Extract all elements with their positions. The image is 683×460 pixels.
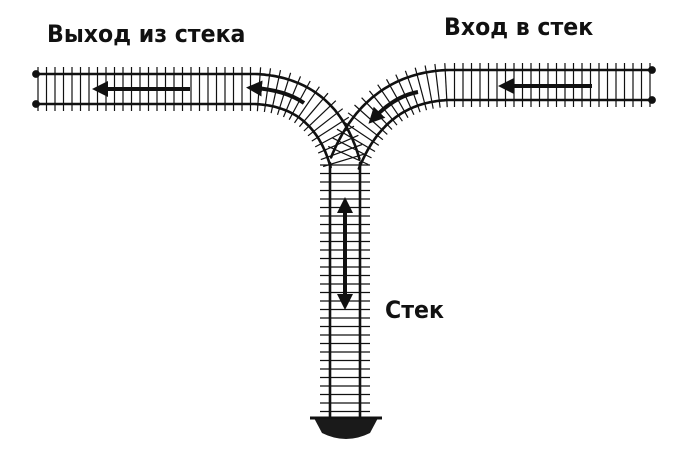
rail-end-stud: [648, 96, 656, 104]
left-track-rail: [34, 102, 332, 169]
direction-arrows: [92, 78, 592, 310]
buffer-stop-icon: [314, 418, 378, 439]
arrow-icon: [368, 90, 419, 124]
stack-label: Стек: [385, 296, 444, 324]
right-track-rail: [357, 98, 654, 170]
left-track-rail: [34, 72, 361, 161]
arrow-icon: [246, 80, 306, 105]
entry-label: Вход в стек: [444, 13, 594, 41]
exit-label: Выход из стека: [47, 20, 246, 48]
rail-end-stud: [648, 66, 656, 74]
right-track-rail: [329, 68, 654, 159]
railway-rails: [32, 66, 656, 420]
rail-end-stud: [32, 100, 40, 108]
rail-end-stud: [32, 70, 40, 78]
